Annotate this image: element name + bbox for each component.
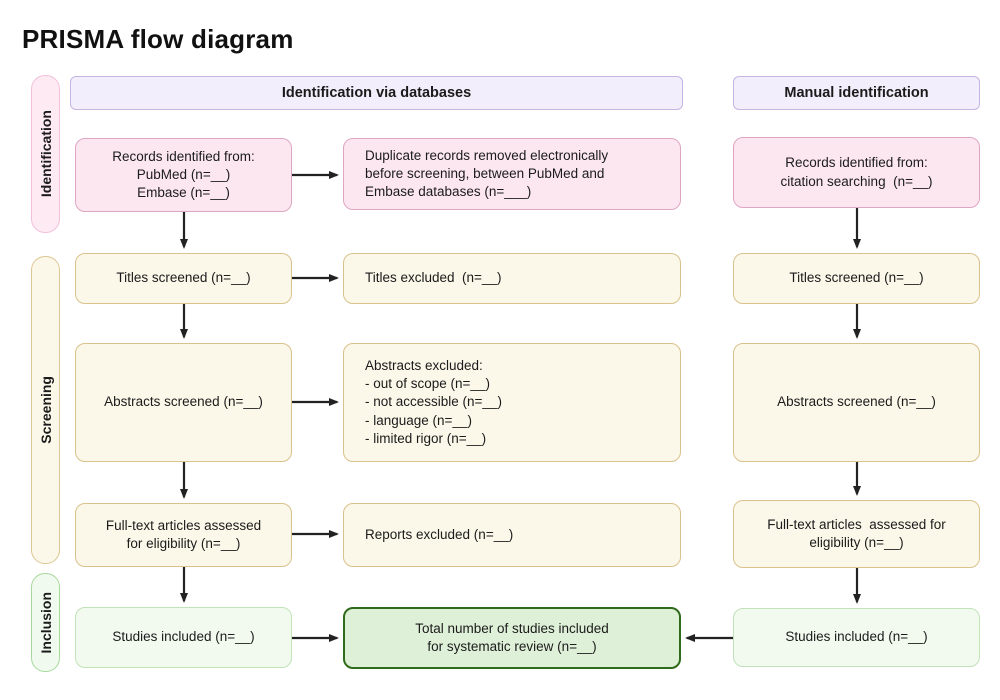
box-studies-included-databases: Studies included (n=__)	[75, 607, 292, 668]
box-reports-excluded: Reports excluded (n=__)	[343, 503, 681, 567]
stage-label-identification-text: Identification	[37, 110, 54, 198]
page-title: PRISMA flow diagram	[22, 24, 294, 54]
box-abstracts-excluded: Abstracts excluded: - out of scope (n=__…	[343, 343, 681, 462]
box-studies-included-manual: Studies included (n=__)	[733, 608, 980, 667]
box-titles-screened-manual: Titles screened (n=__)	[733, 253, 980, 304]
box-titles-excluded: Titles excluded (n=__)	[343, 253, 681, 304]
box-duplicates-removed: Duplicate records removed electronically…	[343, 138, 681, 210]
box-abstracts-screened-manual: Abstracts screened (n=__)	[733, 343, 980, 462]
box-fulltext-assessed-manual: Full-text articles assessed for eligibil…	[733, 500, 980, 568]
stage-label-screening-text: Screening	[37, 376, 54, 444]
box-records-identified-databases: Records identified from: PubMed (n=__) E…	[75, 138, 292, 212]
stage-label-screening: Screening	[31, 256, 60, 564]
stage-label-inclusion-text: Inclusion	[37, 591, 54, 654]
stage-label-identification: Identification	[31, 75, 60, 233]
box-fulltext-assessed-databases: Full-text articles assessed for eligibil…	[75, 503, 292, 567]
header-manual-identification: Manual identification	[733, 76, 980, 110]
header-identification-via-databases: Identification via databases	[70, 76, 683, 110]
box-abstracts-screened-databases: Abstracts screened (n=__)	[75, 343, 292, 462]
box-total-studies-included: Total number of studies included for sys…	[343, 607, 681, 669]
box-titles-screened-databases: Titles screened (n=__)	[75, 253, 292, 304]
stage-label-inclusion: Inclusion	[31, 573, 60, 672]
box-records-identified-manual: Records identified from: citation search…	[733, 137, 980, 208]
